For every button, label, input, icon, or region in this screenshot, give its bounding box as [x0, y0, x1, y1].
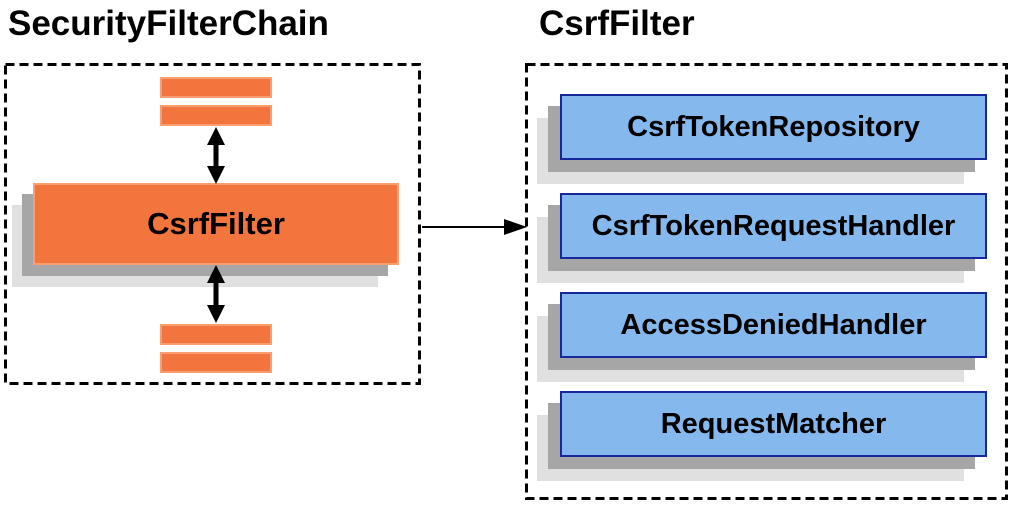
component-box-access-denied-handler: AccessDeniedHandler [560, 292, 987, 358]
right-panel-title: CsrfFilter [539, 4, 695, 43]
filter-placeholder-bar [160, 77, 272, 98]
component-box-csrf-token-request-handler: CsrfTokenRequestHandler [560, 193, 987, 259]
component-box-request-matcher: RequestMatcher [560, 391, 987, 457]
filter-placeholder-bar [160, 352, 272, 373]
csrf-filter-box-label: CsrfFilter [147, 206, 285, 241]
csrf-filter-box: CsrfFilter [33, 183, 399, 265]
component-box-csrf-token-repository: CsrfTokenRepository [560, 94, 987, 160]
left-panel-title: SecurityFilterChain [8, 4, 329, 43]
component-label: CsrfTokenRequestHandler [591, 209, 956, 242]
double-arrow-icon [207, 265, 225, 323]
filter-placeholder-bar [160, 105, 272, 126]
component-label: AccessDeniedHandler [620, 308, 927, 341]
component-label: RequestMatcher [660, 407, 887, 440]
double-arrow-icon [207, 127, 225, 184]
component-label: CsrfTokenRepository [627, 110, 920, 143]
right-arrow-icon [422, 219, 527, 235]
filter-placeholder-bar [160, 324, 272, 345]
